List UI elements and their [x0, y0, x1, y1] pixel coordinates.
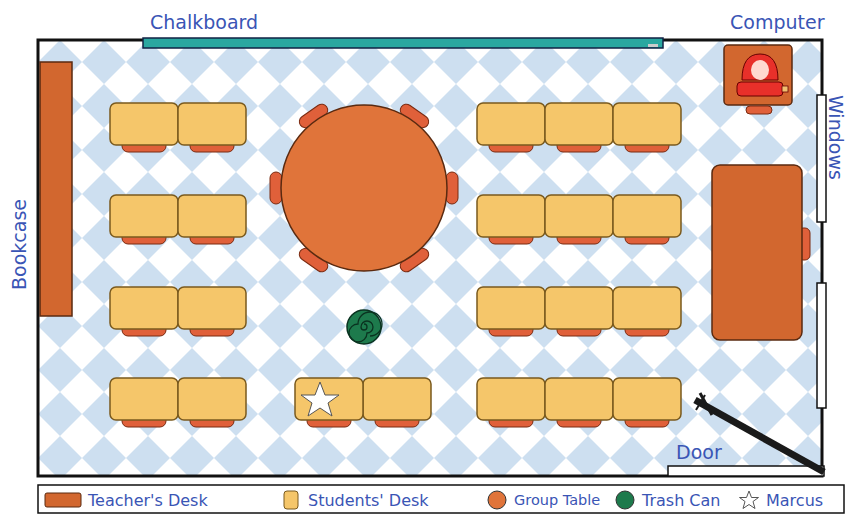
student-desks — [110, 103, 681, 427]
legend-text: Marcus — [766, 491, 823, 510]
legend-swatch — [738, 490, 760, 510]
bookcase — [40, 62, 72, 316]
legend-text: Students' Desk — [308, 491, 429, 510]
legend-item: Trash Can — [614, 490, 720, 510]
legend-swatch — [614, 490, 636, 510]
windows-label: Windows — [824, 95, 847, 180]
room-wall — [38, 40, 822, 476]
marcus-star — [301, 382, 339, 416]
legend-text: Trash Can — [642, 491, 720, 510]
chalk-tray — [648, 44, 658, 47]
bookcase-label: Bookcase — [8, 199, 31, 290]
group-table — [270, 102, 458, 274]
door — [668, 393, 824, 476]
legend-item: Group Table — [486, 490, 600, 510]
legend-item: Teacher's Desk — [44, 490, 208, 510]
legend-item: Students' Desk — [280, 490, 429, 510]
chalkboard-label: Chalkboard — [150, 11, 258, 34]
teachers-desk — [712, 165, 810, 340]
windows — [817, 95, 826, 408]
legend-swatch — [486, 490, 508, 510]
legend-box — [38, 485, 844, 513]
chalkboard — [143, 38, 663, 48]
legend-swatch — [44, 490, 82, 510]
computer — [724, 45, 792, 114]
legend-text: Group Table — [514, 492, 600, 508]
computer-label: Computer — [730, 11, 824, 34]
door-label: Door — [676, 441, 722, 464]
legend-swatch — [280, 490, 302, 510]
legend-text: Teacher's Desk — [88, 491, 208, 510]
trash-can — [347, 310, 382, 344]
floor — [38, 40, 822, 476]
legend-item: Marcus — [738, 490, 823, 510]
